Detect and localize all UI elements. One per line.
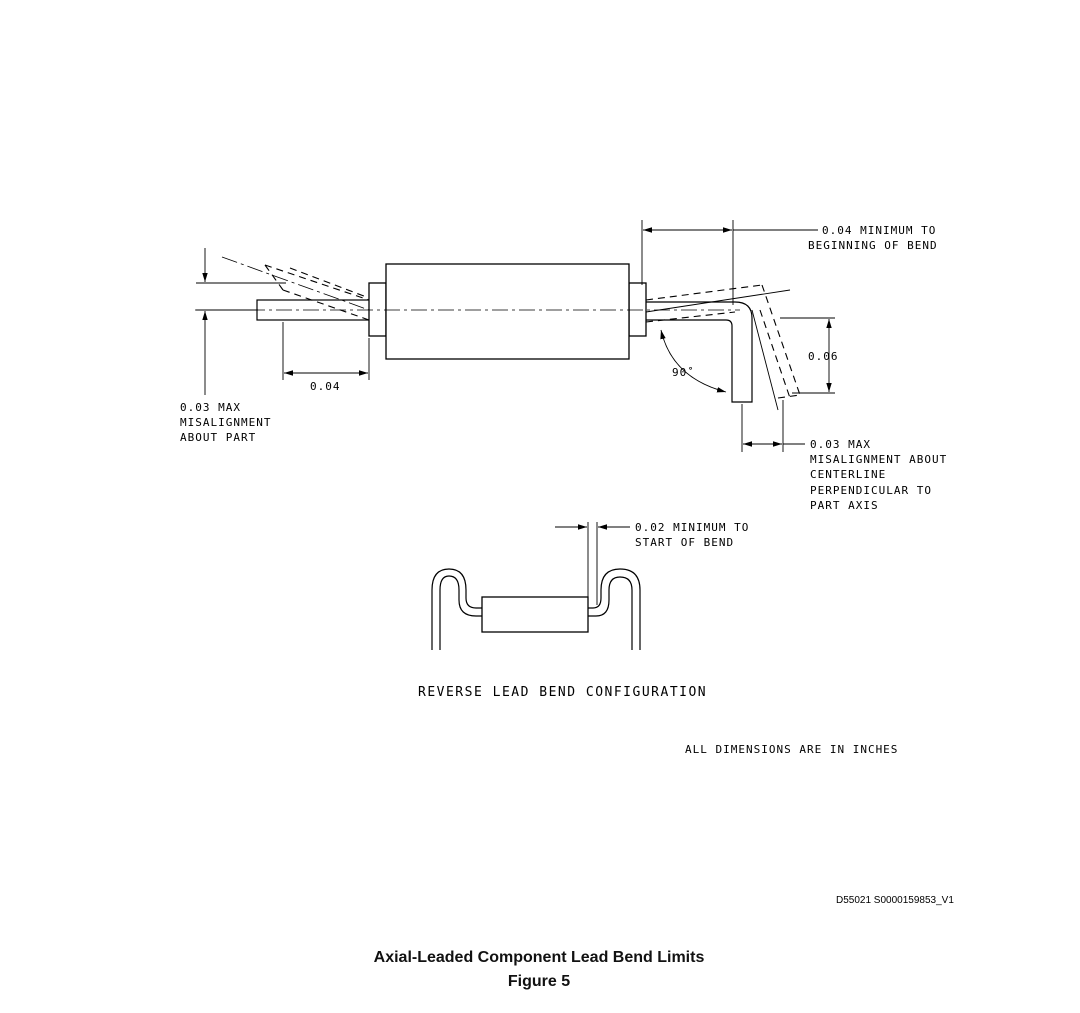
drawing-reference: D55021 S0000159853_V1 bbox=[836, 895, 954, 906]
config-title: REVERSE LEAD BEND CONFIGURATION bbox=[418, 685, 707, 700]
dim-006-label: 0.06 bbox=[808, 350, 839, 363]
misalign-part-label-1: 0.03 MAX bbox=[180, 401, 241, 414]
dim-004-label: 0.04 bbox=[310, 380, 341, 393]
caption-figure: Figure 5 bbox=[508, 973, 570, 990]
dimension-002-min-start bbox=[555, 522, 630, 605]
misalign-part-label-2: MISALIGNMENT bbox=[180, 416, 271, 429]
misalign-cl-label-5: PART AXIS bbox=[810, 499, 879, 512]
min-start-label-2: START OF BEND bbox=[635, 536, 734, 549]
angle-90-label: 90˚ bbox=[672, 366, 695, 379]
caption-title: Axial-Leaded Component Lead Bend Limits bbox=[374, 949, 705, 966]
axial-component bbox=[195, 263, 740, 360]
left-end-cap bbox=[368, 282, 387, 337]
min-start-label-1: 0.02 MINIMUM TO bbox=[635, 521, 749, 534]
right-end-cap bbox=[628, 282, 647, 337]
reverse-bend-component bbox=[431, 568, 641, 650]
misalign-part-label-3: ABOUT PART bbox=[180, 431, 256, 444]
component-body bbox=[385, 263, 630, 360]
dimension-003-misalign-centerline bbox=[741, 400, 805, 452]
misalign-cl-label-4: PERPENDICULAR TO bbox=[810, 484, 932, 497]
right-bent-lead bbox=[645, 284, 801, 411]
misalign-cl-label-3: CENTERLINE bbox=[810, 468, 886, 481]
dimension-006 bbox=[780, 317, 835, 394]
reverse-bend-body bbox=[481, 596, 589, 633]
misalign-cl-label-1: 0.03 MAX bbox=[810, 438, 871, 451]
units-note: ALL DIMENSIONS ARE IN INCHES bbox=[685, 743, 898, 756]
misalign-cl-label-2: MISALIGNMENT ABOUT bbox=[810, 453, 947, 466]
left-misalignment-outline bbox=[221, 256, 370, 321]
dimension-004-lead bbox=[282, 322, 370, 380]
min-to-bend-label-1: 0.04 MINIMUM TO bbox=[822, 224, 936, 237]
dimension-003-misalign-part bbox=[196, 248, 286, 395]
dimension-004-min-bend bbox=[641, 220, 818, 305]
min-to-bend-label-2: BEGINNING OF BEND bbox=[808, 239, 938, 252]
